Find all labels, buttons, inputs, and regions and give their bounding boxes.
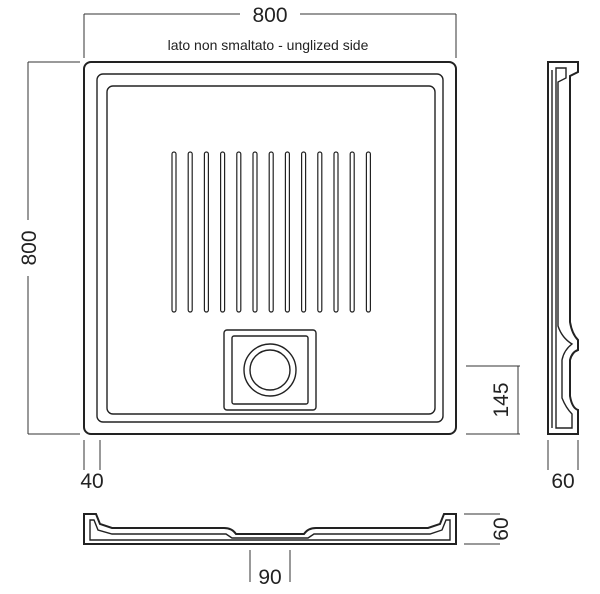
- front-height-dimension: 60: [464, 513, 513, 545]
- border-value: 40: [80, 470, 103, 493]
- tray-top-view: [83, 61, 457, 435]
- drain-offset-dimension: 145: [466, 365, 520, 435]
- groove: [171, 151, 177, 313]
- groove: [203, 151, 209, 313]
- groove: [301, 151, 307, 313]
- drainage-grooves: [171, 151, 371, 313]
- groove: [236, 151, 242, 313]
- groove: [333, 151, 339, 313]
- height-value: 800: [18, 230, 41, 265]
- width-dimension: 800 lato non smaltato - unglized side: [83, 4, 457, 58]
- unglazed-side-note: lato non smaltato - unglized side: [168, 37, 369, 53]
- drain-width-dimension: 90: [249, 550, 291, 589]
- drain-inner-ring: [249, 349, 291, 391]
- groove: [317, 151, 323, 313]
- groove: [252, 151, 258, 313]
- side-depth-value: 60: [551, 470, 574, 493]
- width-value: 800: [252, 4, 287, 27]
- side-depth-dimension: 60: [547, 440, 579, 493]
- groove: [365, 151, 371, 313]
- drain-outer-ring: [243, 343, 297, 397]
- drain-recess: [223, 329, 317, 411]
- groove: [284, 151, 290, 313]
- height-dimension: 800: [18, 61, 80, 435]
- groove: [349, 151, 355, 313]
- groove: [268, 151, 274, 313]
- tray-front-section: [83, 513, 457, 545]
- drain-width-value: 90: [258, 566, 281, 589]
- tray-side-section: [547, 61, 579, 435]
- front-height-value: 60: [490, 517, 513, 540]
- border-dimension: 40: [80, 440, 104, 493]
- drain-offset-value: 145: [490, 382, 513, 417]
- groove: [187, 151, 193, 313]
- groove: [220, 151, 226, 313]
